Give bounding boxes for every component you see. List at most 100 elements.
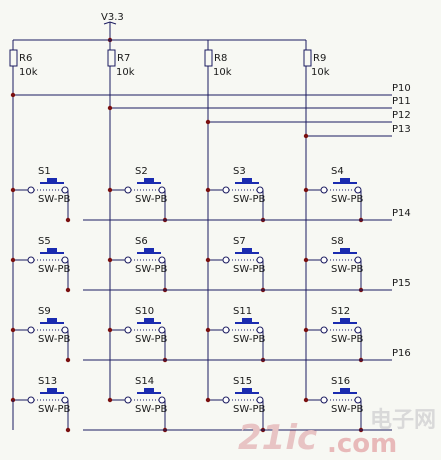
switch-contact (27, 256, 35, 264)
switch-cap (47, 318, 57, 322)
svg-text:电子网: 电子网 (370, 408, 436, 433)
switch-ref: S10 (135, 306, 154, 317)
net-label-p14: P14 (392, 208, 411, 219)
switch-contact (158, 186, 166, 194)
switch-ref: S6 (135, 236, 148, 247)
switch-contact (124, 256, 132, 264)
switch-type: SW-PB (233, 194, 265, 205)
svg-text:21ic: 21ic (238, 418, 317, 456)
net-label-p12: P12 (392, 110, 411, 121)
switch-ref: S9 (38, 306, 51, 317)
switch-cap (144, 178, 154, 182)
switch-ref: S2 (135, 166, 148, 177)
switch-cap (242, 318, 252, 322)
switch-contact (158, 396, 166, 404)
junction-dot (107, 257, 113, 263)
wires (10, 21, 392, 433)
switch-type: SW-PB (233, 334, 265, 345)
junction-dot (205, 257, 211, 263)
switch-contact (124, 326, 132, 334)
switch-type: SW-PB (331, 194, 363, 205)
switch-contact (61, 396, 69, 404)
switch-contact (256, 396, 264, 404)
junction-dot (205, 119, 211, 125)
junction-dot (107, 105, 113, 111)
switch-contact (222, 326, 230, 334)
switch-contact (61, 326, 69, 334)
switch-contact (27, 186, 35, 194)
switch-cap (47, 388, 57, 392)
switch-type: SW-PB (135, 264, 167, 275)
supply-symbol (103, 21, 117, 25)
switch-cap (242, 248, 252, 252)
junction-dot (205, 397, 211, 403)
resistor-r9: R9 10k (303, 49, 330, 78)
switch-cap (340, 248, 350, 252)
resistor-value: 10k (19, 67, 38, 78)
switches: S1SW-PBS2SW-PBS3SW-PBS4SW-PBS5SW-PBS6SW-… (27, 166, 363, 415)
switch-type: SW-PB (233, 264, 265, 275)
switch-type: SW-PB (38, 404, 70, 415)
switch-type: SW-PB (233, 404, 265, 415)
switch-contact (124, 186, 132, 194)
switch-ref: S3 (233, 166, 246, 177)
switch-ref: S5 (38, 236, 51, 247)
resistor-ref: R9 (313, 53, 326, 64)
switch-contact (354, 326, 362, 334)
junction-dot (10, 327, 16, 333)
switch-contact (320, 326, 328, 334)
switch-ref: S8 (331, 236, 344, 247)
net-label-p10: P10 (392, 83, 411, 94)
resistor-ref: R6 (19, 53, 32, 64)
switch-ref: S15 (233, 376, 252, 387)
switch-cap (242, 388, 252, 392)
resistor-r6: R6 10k (9, 49, 38, 78)
switch-contact (158, 256, 166, 264)
switch-contact (124, 396, 132, 404)
switch-contact (256, 186, 264, 194)
switch-type: SW-PB (38, 194, 70, 205)
junction-dot (65, 287, 71, 293)
switch-ref: S14 (135, 376, 154, 387)
junction-dot (10, 257, 16, 263)
junction-dot (10, 187, 16, 193)
switch-cap (242, 178, 252, 182)
switch-contact (354, 186, 362, 194)
switch-contact (61, 256, 69, 264)
switch-ref: S4 (331, 166, 344, 177)
switch-contact (320, 396, 328, 404)
switch-ref: S13 (38, 376, 57, 387)
switch-cap (47, 248, 57, 252)
switch-cap (340, 318, 350, 322)
junction-dot (10, 92, 16, 98)
net-label-p15: P15 (392, 278, 411, 289)
junction-dot (303, 397, 309, 403)
junction-dot (303, 187, 309, 193)
switch-contact (222, 396, 230, 404)
switch-type: SW-PB (135, 194, 167, 205)
switch-cap (144, 318, 154, 322)
switch-type: SW-PB (331, 404, 363, 415)
switch-contact (354, 396, 362, 404)
switch-type: SW-PB (135, 334, 167, 345)
switch-cap (144, 388, 154, 392)
switch-cap (47, 178, 57, 182)
switch-ref: S1 (38, 166, 51, 177)
switch-type: SW-PB (331, 334, 363, 345)
junction-dot (303, 327, 309, 333)
